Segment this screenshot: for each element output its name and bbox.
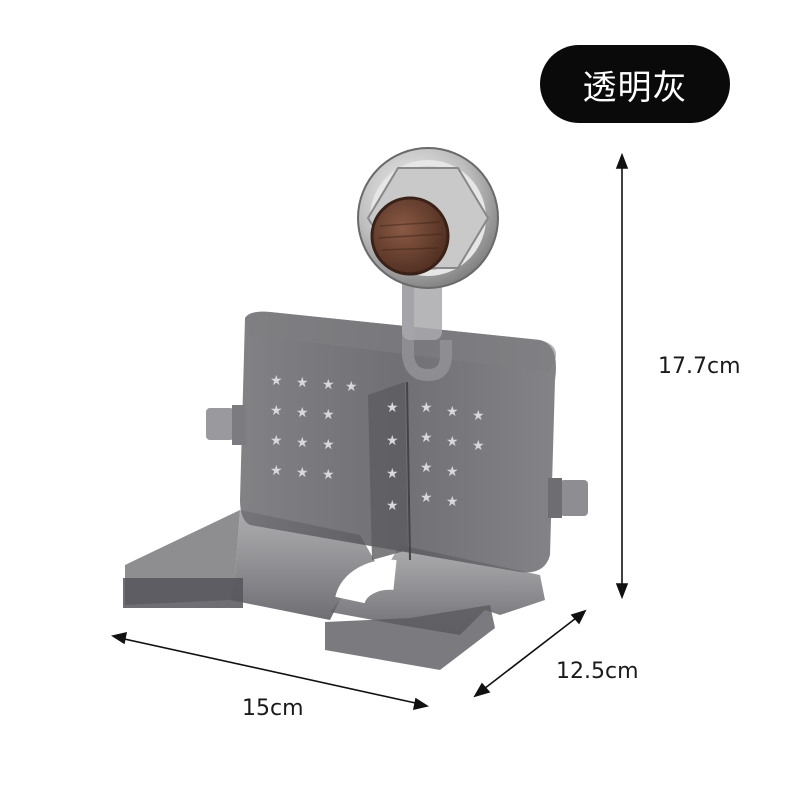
svg-text:★: ★ (322, 377, 335, 393)
svg-text:★: ★ (386, 498, 399, 514)
svg-text:★: ★ (296, 435, 309, 451)
svg-text:★: ★ (420, 490, 433, 506)
svg-text:★: ★ (472, 438, 485, 454)
holder-base (123, 510, 545, 670)
svg-text:★: ★ (386, 433, 399, 449)
svg-text:★: ★ (446, 434, 459, 450)
svg-text:★: ★ (345, 379, 358, 395)
depth-dimension-label: 12.5cm (556, 659, 639, 684)
svg-text:★: ★ (446, 404, 459, 420)
svg-text:★: ★ (472, 408, 485, 424)
color-variant-badge: 透明灰 (540, 45, 730, 123)
svg-text:★: ★ (296, 405, 309, 421)
right-adjust-knob (548, 478, 588, 518)
svg-text:★: ★ (322, 407, 335, 423)
svg-text:★: ★ (386, 466, 399, 482)
svg-text:★: ★ (446, 464, 459, 480)
star-holes: ★ ★ ★ ★ ★ ★ ★ ★ ★ ★ ★ ★ ★ ★ ★ ★ ★ ★ ★ ★ ★ ★ ★ ★ ★ ★ ★ (270, 373, 485, 514)
holder-body (240, 311, 556, 573)
suction-cup (357, 147, 499, 289)
svg-text:★: ★ (296, 465, 309, 481)
svg-text:★: ★ (270, 463, 283, 479)
svg-text:★: ★ (420, 400, 433, 416)
color-variant-label: 透明灰 (582, 67, 688, 108)
svg-text:★: ★ (420, 430, 433, 446)
svg-text:★: ★ (420, 460, 433, 476)
svg-text:★: ★ (322, 437, 335, 453)
svg-text:★: ★ (270, 403, 283, 419)
left-adjust-knob (206, 405, 246, 445)
svg-text:★: ★ (386, 400, 399, 416)
height-dimension-label: 17.7cm (658, 354, 741, 379)
width-dimension-label: 15cm (242, 696, 304, 721)
height-dimension-arrow (615, 152, 629, 600)
svg-text:★: ★ (296, 375, 309, 391)
svg-text:★: ★ (270, 433, 283, 449)
svg-text:★: ★ (446, 494, 459, 510)
depth-dimension-arrow (473, 609, 587, 698)
svg-text:★: ★ (322, 467, 335, 483)
svg-text:★: ★ (270, 373, 283, 389)
width-dimension-arrow (110, 631, 430, 711)
